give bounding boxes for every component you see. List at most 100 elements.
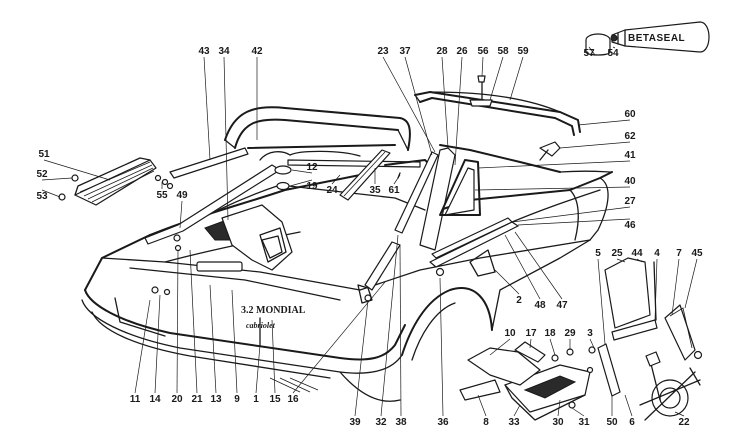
leader-line-12 xyxy=(291,169,313,174)
rear-light-housing xyxy=(204,204,293,271)
callout-55: 55 xyxy=(156,190,168,201)
callout-35: 35 xyxy=(369,185,381,196)
leader-line-5 xyxy=(597,258,606,345)
leader-line-6 xyxy=(624,394,633,417)
leader-line-3 xyxy=(589,338,596,351)
callout-57: 57 xyxy=(583,48,595,59)
leader-line-23 xyxy=(382,56,436,153)
callout-8: 8 xyxy=(483,417,489,428)
callout-32: 32 xyxy=(375,417,387,428)
callout-2: 2 xyxy=(516,295,522,306)
callout-47: 47 xyxy=(556,300,568,311)
leader-line-20 xyxy=(176,249,179,394)
leader-line-26 xyxy=(454,56,463,166)
callout-41: 41 xyxy=(624,150,636,161)
callout-21: 21 xyxy=(191,394,203,405)
callout-27: 27 xyxy=(624,196,636,207)
leader-line-10 xyxy=(489,338,511,356)
leader-line-34 xyxy=(223,56,229,221)
leader-line-8 xyxy=(477,394,487,417)
callout-10: 10 xyxy=(504,328,516,339)
leader-line-52 xyxy=(41,177,73,181)
leader-line-44 xyxy=(636,258,643,263)
leader-line-49 xyxy=(179,200,183,229)
leader-line-51 xyxy=(43,159,111,181)
callout-9: 9 xyxy=(234,394,240,405)
callout-49: 49 xyxy=(176,190,188,201)
door-window-assembly xyxy=(597,257,703,421)
leader-line-1 xyxy=(255,344,261,394)
leader-line-32 xyxy=(380,234,399,417)
callout-12: 12 xyxy=(306,162,318,173)
leader-line-59 xyxy=(509,56,524,101)
leader-lines xyxy=(41,46,698,417)
side-air-intake-grille xyxy=(58,157,174,206)
callout-38: 38 xyxy=(395,417,407,428)
leader-line-4 xyxy=(654,258,658,321)
callout-18: 18 xyxy=(544,328,556,339)
leader-line-27 xyxy=(511,206,631,223)
callout-28: 28 xyxy=(436,46,448,57)
callout-17: 17 xyxy=(525,328,537,339)
leader-line-16 xyxy=(292,281,386,394)
leader-line-58 xyxy=(489,56,504,101)
callout-58: 58 xyxy=(497,46,509,57)
callout-15: 15 xyxy=(269,394,281,405)
callout-46: 46 xyxy=(624,220,636,231)
leader-line-33 xyxy=(513,404,521,417)
leader-line-14 xyxy=(154,294,161,394)
callout-25: 25 xyxy=(611,248,623,259)
leader-line-47 xyxy=(514,231,563,300)
windshield-seal xyxy=(414,75,581,161)
callout-53: 53 xyxy=(36,191,48,202)
callout-44: 44 xyxy=(631,248,643,259)
callout-4: 4 xyxy=(654,248,660,259)
leader-line-53 xyxy=(41,189,61,198)
sealant-brand-label: BETASEAL xyxy=(628,33,685,44)
leader-line-31 xyxy=(571,407,585,417)
leader-line-40 xyxy=(474,186,631,191)
small-fasteners xyxy=(151,165,445,296)
leader-line-48 xyxy=(504,234,541,300)
leader-line-39 xyxy=(354,299,369,417)
leader-line-54 xyxy=(612,46,616,49)
callout-19: 19 xyxy=(306,181,318,192)
callout-48: 48 xyxy=(534,300,546,311)
leader-line-45 xyxy=(684,258,698,309)
callout-20: 20 xyxy=(171,394,183,405)
leader-line-60 xyxy=(577,119,631,126)
seal-strips xyxy=(144,144,519,304)
callout-39: 39 xyxy=(349,417,361,428)
car-body xyxy=(81,106,613,402)
leader-line-57 xyxy=(588,46,596,56)
leader-line-11 xyxy=(134,299,151,394)
callout-13: 13 xyxy=(210,394,222,405)
callout-11: 11 xyxy=(130,394,141,405)
leader-line-30 xyxy=(557,399,561,417)
callout-6: 6 xyxy=(629,417,635,428)
leader-line-28 xyxy=(441,56,449,149)
callout-43: 43 xyxy=(198,46,210,57)
leader-line-37 xyxy=(404,56,433,156)
heater-duct-assembly xyxy=(459,341,596,421)
callout-34: 34 xyxy=(218,46,230,57)
callout-36: 36 xyxy=(437,417,449,428)
callout-50: 50 xyxy=(606,417,618,428)
callout-31: 31 xyxy=(578,417,590,428)
model-badge: 3.2 MONDIAL xyxy=(241,305,306,316)
callout-52: 52 xyxy=(36,169,48,180)
leader-line-18 xyxy=(549,338,556,356)
callout-30: 30 xyxy=(552,417,564,428)
leader-line-19 xyxy=(289,179,313,187)
callout-3: 3 xyxy=(587,328,593,339)
callout-61: 61 xyxy=(388,185,400,196)
leader-line-36 xyxy=(439,277,444,417)
callout-29: 29 xyxy=(564,328,576,339)
callout-26: 26 xyxy=(456,46,468,57)
callout-56: 56 xyxy=(477,46,489,57)
callout-45: 45 xyxy=(691,248,703,259)
callout-62: 62 xyxy=(624,131,636,142)
callout-16: 16 xyxy=(287,394,299,405)
